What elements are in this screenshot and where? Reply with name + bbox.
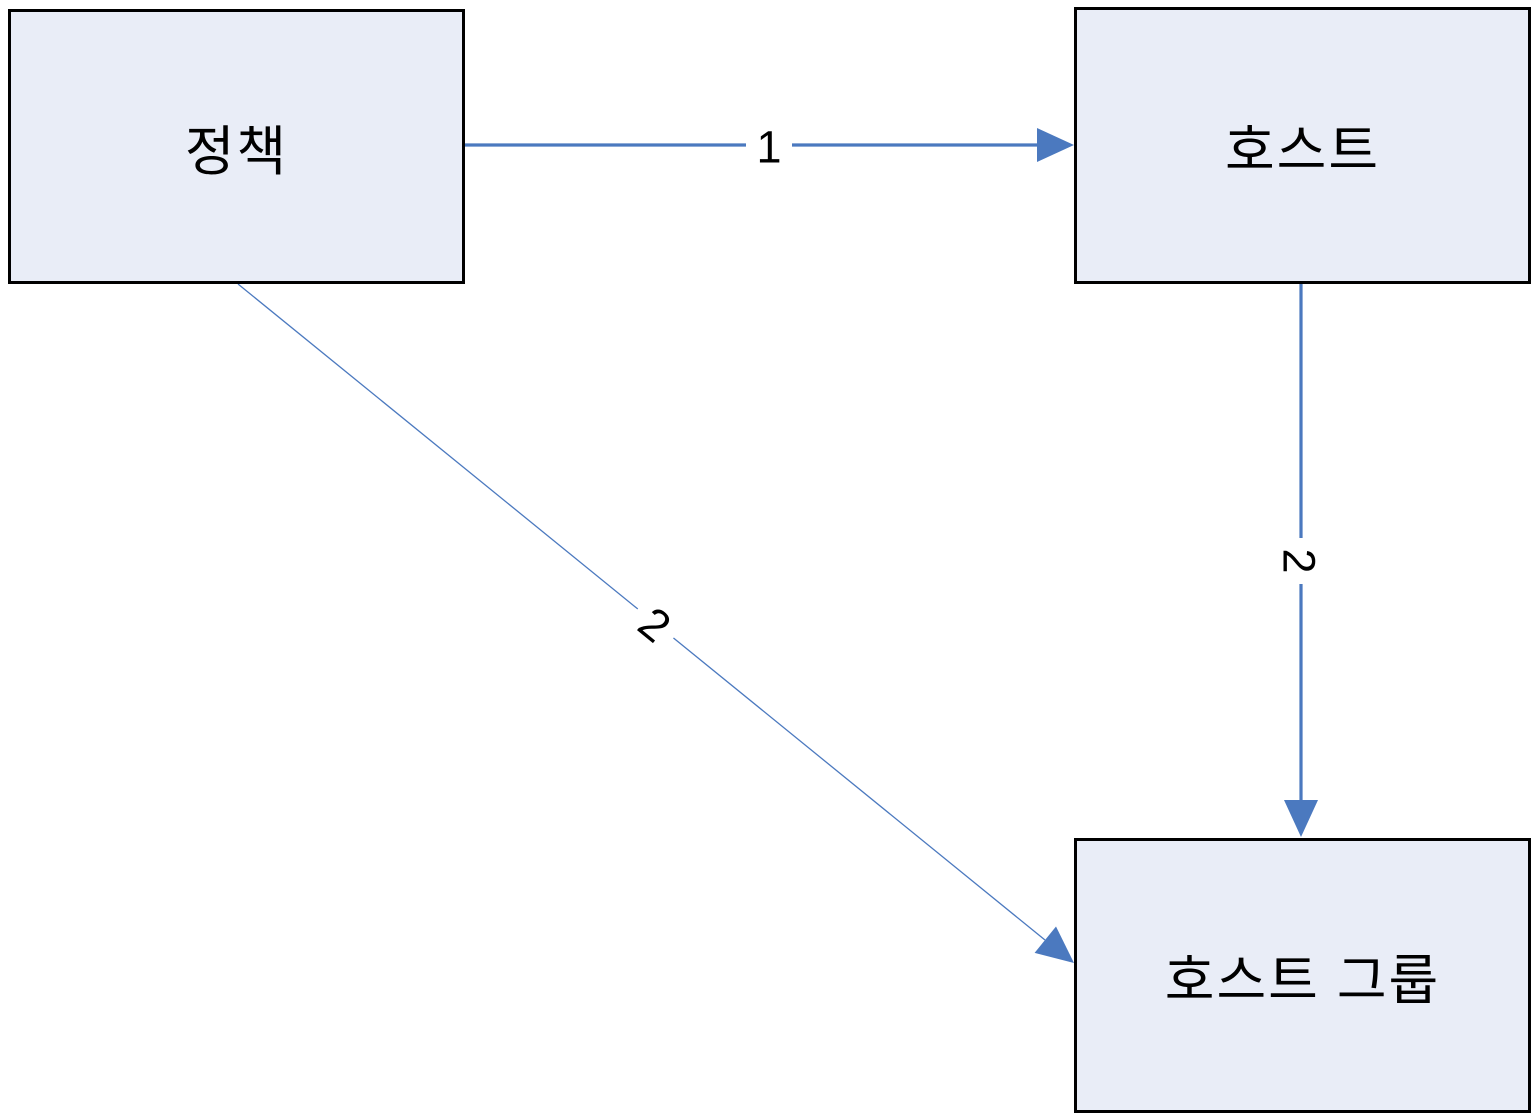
node-policy: 정책 (8, 9, 465, 284)
connector-host-hostgroup-label: 2 (1274, 538, 1327, 584)
node-host-group-label: 호스트 그룹 (1164, 951, 1441, 1011)
connector-label-text: 1 (756, 122, 781, 173)
connector-label-background (621, 588, 691, 658)
connector-policy-hostgroup-line (237, 283, 1046, 941)
connector-label-background (1275, 538, 1327, 584)
arrowhead-right-icon (1037, 128, 1074, 162)
node-policy-label: 정책 (184, 122, 289, 182)
arrowhead-down-right-icon (1034, 926, 1074, 963)
connector-policy-host-label: 1 (746, 119, 792, 173)
connector-policy-hostgroup: 2 (237, 283, 1074, 963)
node-host: 호스트 (1074, 7, 1531, 284)
connector-label-background (746, 119, 792, 171)
node-host-label: 호스트 (1224, 121, 1381, 181)
connector-policy-host: 1 (465, 119, 1074, 173)
connector-host-hostgroup: 2 (1274, 284, 1327, 837)
connector-label-text: 2 (629, 597, 681, 652)
arrowhead-down-icon (1284, 800, 1318, 837)
node-host-group: 호스트 그룹 (1074, 838, 1531, 1113)
connector-policy-hostgroup-label: 2 (621, 588, 691, 658)
connector-label-text: 2 (1274, 548, 1325, 573)
